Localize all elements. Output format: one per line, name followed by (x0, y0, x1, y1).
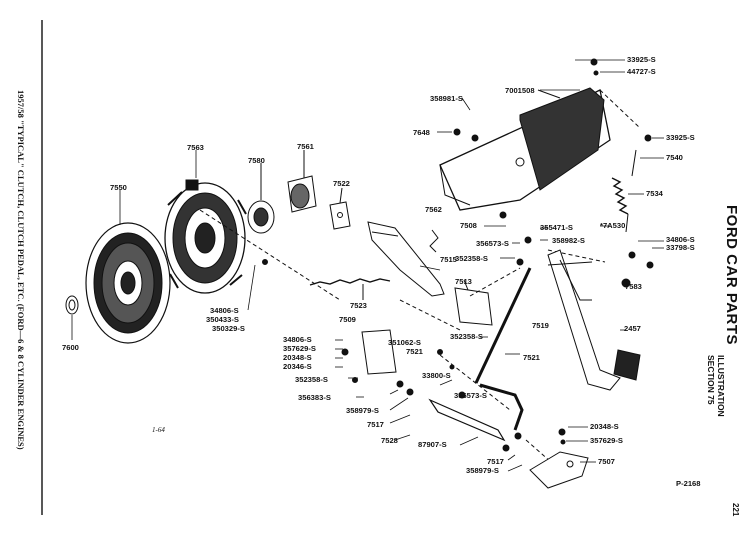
page-number: 221 (731, 503, 740, 517)
assist-spring-7534 (611, 149, 637, 233)
part-label: 44727-S (627, 67, 656, 76)
part-label: 7580 (248, 156, 265, 165)
part-label: 33925-S (627, 55, 656, 64)
part-label: 358979-S (466, 466, 499, 475)
brand-title: FORD CAR PARTS (723, 205, 740, 346)
part-label: 7550 (110, 183, 127, 192)
lower-bracket-7507 (529, 451, 589, 489)
clutch-pedal-7519 (547, 249, 621, 391)
part-label: 358981-S (430, 94, 463, 103)
section-label: SECTION 75 (706, 355, 716, 405)
part-label: 7507 (598, 457, 615, 466)
pushrod-7521 (474, 267, 532, 384)
boot-7513 (454, 279, 493, 326)
part-label: 7522 (333, 179, 350, 188)
leader-lines (71, 59, 664, 472)
part-label: 351062-S (388, 338, 421, 347)
part-label: 7540 (666, 153, 683, 162)
part-label: 352358-S (450, 332, 483, 341)
part-label: 7001508 (505, 86, 535, 95)
bracket-7522 (329, 187, 351, 230)
part-label: 34806-S (210, 306, 239, 315)
part-label: 350329-S (212, 324, 245, 333)
part-label: 356383-S (298, 393, 331, 402)
part-label: 33925-S (666, 133, 695, 142)
release-hub-7561 (287, 150, 317, 213)
part-label: 357629-S (283, 344, 316, 353)
part-label: 7528 (381, 436, 398, 445)
part-label: 352358-S (295, 375, 328, 384)
part-label: 7508 (460, 221, 477, 230)
part-label: 7521 (523, 353, 540, 362)
part-label: 7648 (413, 128, 430, 137)
part-label: 358982-S (552, 236, 585, 245)
part-label: 34806-S (283, 335, 312, 344)
part-label: 357629-S (590, 436, 623, 445)
part-label: 20346-S (283, 362, 312, 371)
part-label: 20348-S (590, 422, 619, 431)
pilot-bearing-7600 (65, 295, 79, 315)
part-label: 7519 (532, 321, 549, 330)
part-label: 350433-S (206, 315, 239, 324)
part-label: 87907-S (418, 440, 447, 449)
part-label: 7563 (187, 143, 204, 152)
part-label: *7A530 (600, 221, 626, 230)
pressure-plate-7563 (164, 179, 247, 294)
part-label: 7562 (425, 205, 442, 214)
release-bearing-7580 (247, 163, 275, 234)
pedal-support-bracket-7001508 (439, 87, 611, 211)
part-label: 33800-S (422, 371, 451, 380)
part-label: 352358-S (455, 254, 488, 263)
exploded-parts-drawing (41, 20, 664, 515)
part-label: 7513 (455, 277, 472, 286)
side-title: 1957/58 "TYPICAL" CLUTCH, CLUTCH PEDAL, … (16, 90, 26, 450)
clutch-disc-7550 (85, 222, 171, 344)
return-spring-7523 (309, 278, 391, 300)
release-fork-7515 (367, 221, 445, 297)
diagram-page: 1957/58 "TYPICAL" CLUTCH, CLUTCH PEDAL, … (16, 20, 740, 517)
part-label: 358979-S (346, 406, 379, 415)
part-label: 7583 (625, 282, 642, 291)
part-label: 355471-S (540, 223, 573, 232)
part-label: 7515 (440, 255, 457, 264)
part-label: 34806-S (666, 235, 695, 244)
part-label: 33798-S (666, 243, 695, 252)
part-label: 7600 (62, 343, 79, 352)
equalizer-shaft-7528 (428, 383, 524, 442)
part-label: 7523 (350, 301, 367, 310)
part-label: 7517 (487, 457, 504, 466)
part-label: 7521 (406, 347, 423, 356)
equalizer-plate-7509 (361, 329, 397, 375)
part-label: 2457 (624, 324, 641, 333)
illustration-label: ILLUSTRATION (716, 355, 726, 417)
part-label: 7534 (646, 189, 663, 198)
part-label: 356573-S (476, 239, 509, 248)
part-label: 356573-S (454, 391, 487, 400)
plate-code: P-2168 (676, 479, 701, 488)
small-mark: 1-64 (152, 426, 165, 434)
part-label: 7517 (367, 420, 384, 429)
clip-7562 (429, 229, 439, 253)
part-label: 7561 (297, 142, 314, 151)
part-label: 7509 (339, 315, 356, 324)
part-label: 20348-S (283, 353, 312, 362)
pedal-pad-2457 (613, 349, 641, 381)
